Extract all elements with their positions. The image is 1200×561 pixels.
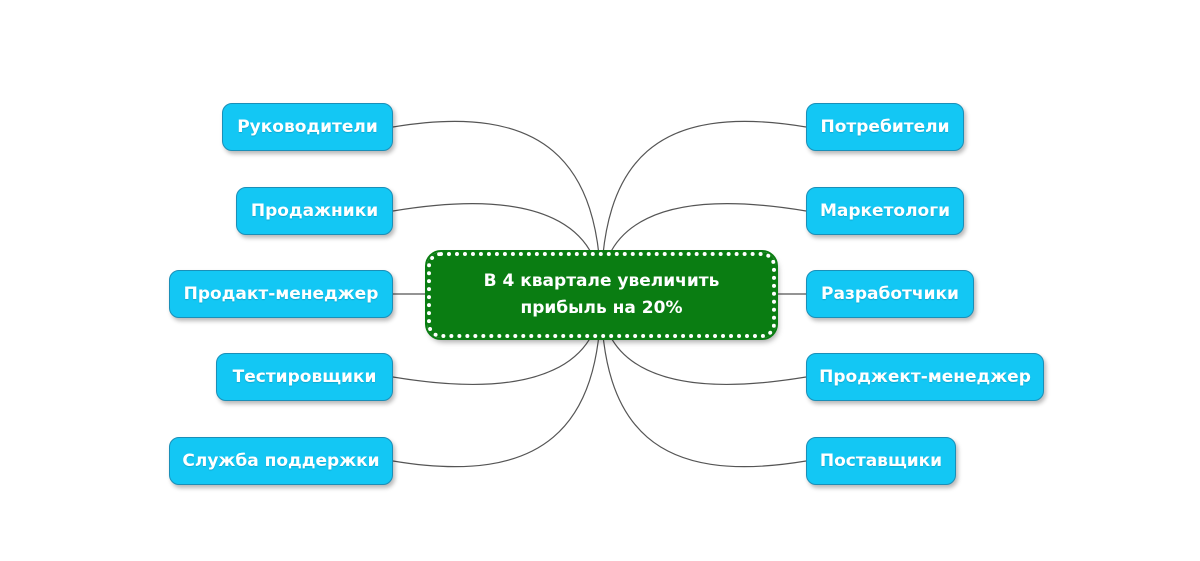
branch-label: Проджект-менеджер (819, 367, 1031, 387)
branch-label: Продакт-менеджер (183, 284, 379, 304)
branch-node-rukovoditeli[interactable]: Руководители (222, 103, 393, 151)
branch-node-developers[interactable]: Разработчики (806, 270, 974, 318)
branch-node-project-manager[interactable]: Проджект-менеджер (806, 353, 1044, 401)
branch-node-testers[interactable]: Тестировщики (216, 353, 393, 401)
branch-node-consumers[interactable]: Потребители (806, 103, 964, 151)
connector-left-4 (392, 294, 602, 468)
branch-node-prodazhniki[interactable]: Продажники (236, 187, 393, 235)
connector-left-0 (392, 120, 602, 296)
branch-label: Маркетологи (819, 201, 951, 221)
branch-label: Продажники (250, 201, 379, 221)
branch-label: Поставщики (819, 451, 943, 471)
branch-node-suppliers[interactable]: Поставщики (806, 437, 956, 485)
branch-label: Разработчики (821, 284, 959, 304)
branch-node-marketers[interactable]: Маркетологи (806, 187, 964, 235)
branch-node-support[interactable]: Служба поддержки (169, 437, 393, 485)
connector-right-0 (600, 120, 807, 296)
branch-label: Потребители (820, 117, 950, 137)
central-topic[interactable]: В 4 квартале увеличить прибыль на 20% (425, 250, 778, 340)
branch-label: Руководители (237, 117, 378, 137)
branch-node-product-manager[interactable]: Продакт-менеджер (169, 270, 393, 318)
central-topic-line-2: прибыль на 20% (520, 298, 683, 318)
connector-right-4 (600, 294, 807, 468)
branch-label: Тестировщики (232, 367, 377, 387)
branch-label: Служба поддержки (182, 451, 380, 471)
central-topic-line-1: В 4 квартале увеличить (483, 271, 720, 291)
